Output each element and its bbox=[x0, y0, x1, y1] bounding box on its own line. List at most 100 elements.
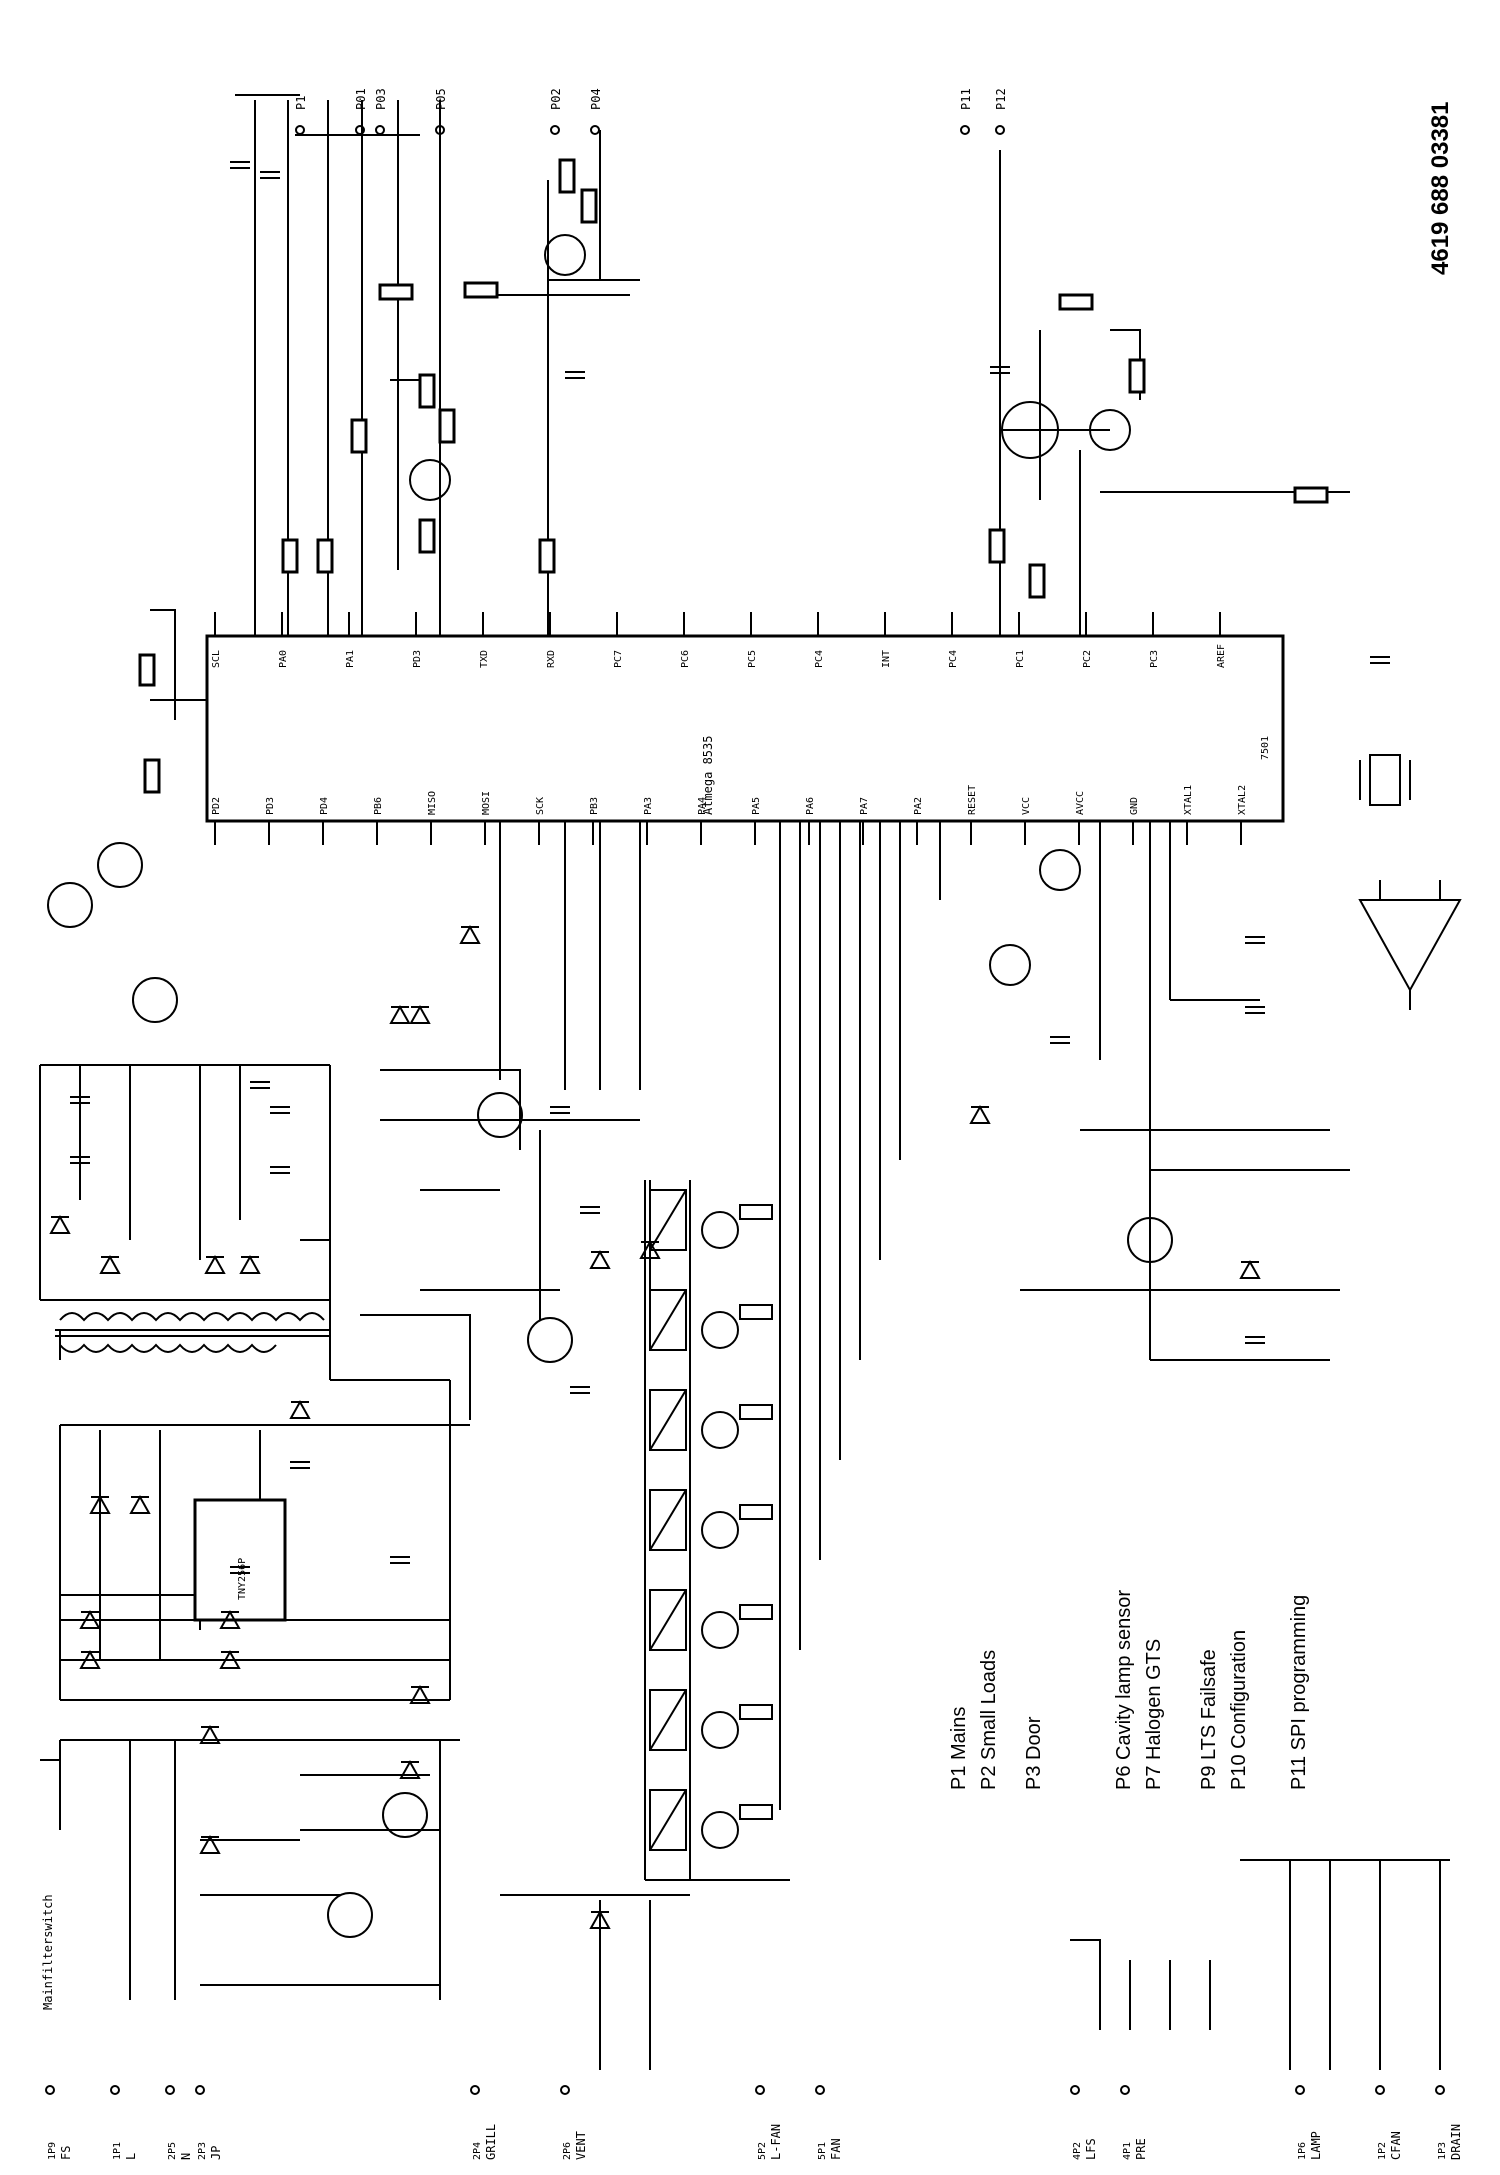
legend-entry: P10 Configuration bbox=[1228, 1630, 1250, 1790]
relay-resistor bbox=[739, 1504, 773, 1520]
diode bbox=[199, 1724, 221, 1744]
mcu-pin-label: PC3 bbox=[1149, 650, 1160, 668]
diode bbox=[219, 1649, 241, 1669]
mcu-pin-label: PC4 bbox=[948, 650, 959, 668]
connector-pad bbox=[1070, 2085, 1080, 2095]
connector-pad bbox=[295, 125, 305, 135]
capacitor bbox=[550, 1106, 570, 1114]
relay-transistor bbox=[701, 1511, 739, 1549]
legend-entry: P3 Door bbox=[1023, 1716, 1045, 1790]
diode bbox=[289, 1399, 311, 1419]
connector-pad bbox=[550, 125, 560, 135]
diode bbox=[219, 1609, 241, 1629]
mcu-pin-label: AREF bbox=[1216, 644, 1227, 668]
mcu-pin-label: PC7 bbox=[613, 650, 624, 668]
connector-label: DRAIN bbox=[1449, 2124, 1463, 2160]
mcu-pin-label: PD3 bbox=[265, 797, 276, 815]
diode bbox=[409, 1004, 431, 1024]
diode bbox=[409, 1684, 431, 1704]
diode bbox=[1239, 1259, 1261, 1279]
mcu-pin-label: MISO bbox=[427, 791, 438, 815]
tny-part: TNY256P bbox=[237, 1558, 248, 1600]
diode bbox=[389, 1004, 411, 1024]
connector-pad bbox=[960, 125, 970, 135]
capacitor bbox=[270, 1166, 290, 1174]
mcu-pin-label: PC4 bbox=[814, 650, 825, 668]
transformer-5150 bbox=[55, 1312, 330, 1353]
connector-ref: 2P5 bbox=[167, 2142, 178, 2160]
connector-ref: 1P3 bbox=[1437, 2142, 1448, 2160]
connector-pad bbox=[1295, 2085, 1305, 2095]
comparator-7425 bbox=[1358, 880, 1462, 1010]
capacitor bbox=[230, 1566, 250, 1574]
relay-coil-mark bbox=[649, 1589, 687, 1651]
diode bbox=[99, 1254, 121, 1274]
capacitor bbox=[580, 1206, 600, 1214]
mcu-pin-label: PB3 bbox=[589, 797, 600, 815]
connector-ref: 2P3 bbox=[197, 2142, 208, 2160]
connector-ref: 1P2 bbox=[1377, 2142, 1388, 2160]
relay-resistor bbox=[739, 1804, 773, 1820]
switch-section bbox=[1070, 1859, 1450, 2070]
connector-ref: 5P2 bbox=[757, 2142, 768, 2160]
connector-label: N bbox=[179, 2153, 193, 2160]
mcu-pin-label: PA7 bbox=[859, 797, 870, 815]
resistor bbox=[138, 158, 1329, 794]
mcu-pin-label: TXD bbox=[479, 650, 490, 668]
legend-entry: P7 Halogen GTS bbox=[1143, 1639, 1165, 1790]
diode bbox=[79, 1609, 101, 1629]
capacitor bbox=[270, 1106, 290, 1114]
connector-label: FS bbox=[59, 2146, 73, 2160]
diode bbox=[459, 924, 481, 944]
mcu-pin-label: PC6 bbox=[680, 650, 691, 668]
connector-ref: 1P9 bbox=[47, 2142, 58, 2160]
connector-pad bbox=[590, 125, 600, 135]
mcu-pin-label: PA0 bbox=[278, 650, 289, 668]
connector-label: VENT bbox=[574, 2131, 588, 2160]
connector-label: JP bbox=[209, 2146, 223, 2160]
connector-label: CFAN bbox=[1389, 2131, 1403, 2160]
connector-label: LAMP bbox=[1309, 2131, 1323, 2160]
connector-label: P12 bbox=[994, 88, 1008, 110]
relay-coil bbox=[649, 1689, 687, 1751]
connector-pad bbox=[995, 125, 1005, 135]
connector-label: FAN bbox=[829, 2138, 843, 2160]
capacitor bbox=[565, 371, 585, 379]
capacitor bbox=[290, 1461, 310, 1469]
capacitor bbox=[260, 171, 280, 179]
connector-label: P05 bbox=[434, 88, 448, 110]
connector-label: P04 bbox=[589, 88, 603, 110]
connector-ref: 4P1 bbox=[1122, 2142, 1133, 2160]
connector-pad bbox=[195, 2085, 205, 2095]
relay-coil-mark bbox=[649, 1789, 687, 1851]
capacitor bbox=[70, 1156, 90, 1164]
capacitors bbox=[70, 161, 1390, 1574]
mcu-ref-label: 7501 bbox=[1260, 736, 1271, 760]
power-supply-section bbox=[39, 1064, 690, 2070]
connector-label: P02 bbox=[549, 88, 563, 110]
connector-pad bbox=[1435, 2085, 1445, 2095]
transistor bbox=[47, 234, 1173, 1938]
connector-ref: 2P4 bbox=[472, 2142, 483, 2160]
relay-bus bbox=[644, 1180, 790, 1881]
capacitor bbox=[1245, 1336, 1265, 1344]
mcu-pin-label: RXD bbox=[546, 650, 557, 668]
relay-transistor bbox=[701, 1711, 739, 1749]
diode bbox=[969, 1104, 991, 1124]
relay-coil-mark bbox=[649, 1389, 687, 1451]
mcu-pin-label: PD4 bbox=[319, 797, 330, 815]
relay-resistor bbox=[739, 1704, 773, 1720]
mcu-pin-label: PD3 bbox=[412, 650, 423, 668]
mcu-pin-label: PA3 bbox=[643, 797, 654, 815]
relay-resistor bbox=[739, 1304, 773, 1320]
connector-pad bbox=[435, 125, 445, 135]
diode bbox=[199, 1834, 221, 1854]
connector-pad bbox=[1120, 2085, 1130, 2095]
relay-transistor bbox=[701, 1811, 739, 1849]
diode bbox=[589, 1249, 611, 1269]
relay-coil bbox=[649, 1289, 687, 1351]
mcu-pin-label: XTAL1 bbox=[1183, 785, 1194, 815]
relay-resistor bbox=[739, 1604, 773, 1620]
mcu-pin-label: PD2 bbox=[211, 797, 222, 815]
